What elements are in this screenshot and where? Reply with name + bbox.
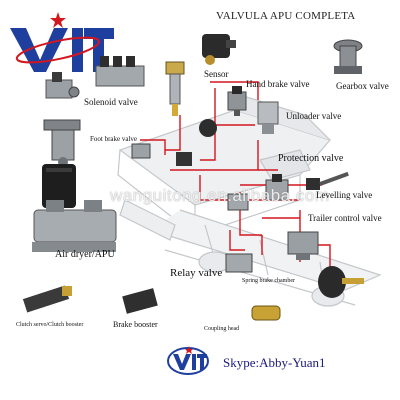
label-trailer-control-valve: Trailer control valve	[308, 213, 382, 223]
gearbox-valve-image	[333, 39, 363, 74]
vit-logo	[6, 10, 116, 76]
label-unloader-valve: Unloader valve	[286, 111, 342, 121]
label-protection-valve: Protection valve	[278, 153, 344, 164]
footer-vit-logo	[165, 344, 211, 378]
foot-brake-valve-image	[43, 119, 81, 167]
logo-star-icon	[50, 12, 66, 28]
coupling-head-image	[251, 305, 281, 321]
footer-star-icon	[185, 346, 193, 354]
label-relay-valve: Relay valve	[170, 267, 223, 279]
sensor-black-image	[202, 34, 236, 65]
label-foot-brake-valve: Foot brake valve	[90, 135, 138, 143]
small-chamber-image	[199, 119, 217, 137]
page-title: VALVULA APU COMPLETA	[216, 10, 356, 22]
air-dryer-image	[42, 164, 76, 208]
watermark-text: wanguitong.en.alibaba.com	[110, 186, 330, 205]
small-fitting-image	[176, 152, 192, 166]
protection-valve-image	[265, 174, 289, 201]
apu-image	[32, 200, 117, 252]
hand-brake-valve-image	[227, 86, 247, 116]
levelling-valve-image	[306, 171, 349, 190]
small-valve-image	[131, 143, 151, 159]
sensor-image	[165, 61, 185, 116]
clutch-servo-image	[22, 285, 72, 313]
relay-valve-image	[225, 253, 253, 273]
skype-contact: Skype:Abby-Yuan1	[223, 355, 326, 370]
relay-small-image	[227, 193, 249, 211]
label-brake-booster: Brake booster	[113, 320, 158, 329]
label-hand-brake-valve: Hand brake valve	[246, 79, 310, 89]
label-coupling-head: Coupling head	[204, 326, 240, 332]
unloader-valve-image	[257, 101, 279, 134]
trailer-control-valve-image	[287, 231, 319, 260]
brake-booster-image	[122, 288, 158, 314]
spring-brake-chamber-image	[318, 266, 364, 298]
label-gearbox-valve: Gearbox valve	[336, 81, 389, 91]
label-spring-brake-chamber: Spring brake chamber	[242, 278, 295, 284]
label-solenoid-valve: Solenoid valve	[84, 97, 138, 107]
solenoid-valve-left-image	[45, 72, 80, 99]
label-sensor: Sensor	[204, 69, 229, 79]
label-air-dryer-apu: Air dryer/APU	[55, 249, 115, 260]
solenoid-valve-right-image	[95, 56, 145, 87]
label-clutch-servo: Clutch servo/Clutch booster	[16, 322, 84, 328]
label-levelling-valve: Levelling valve	[316, 190, 373, 200]
